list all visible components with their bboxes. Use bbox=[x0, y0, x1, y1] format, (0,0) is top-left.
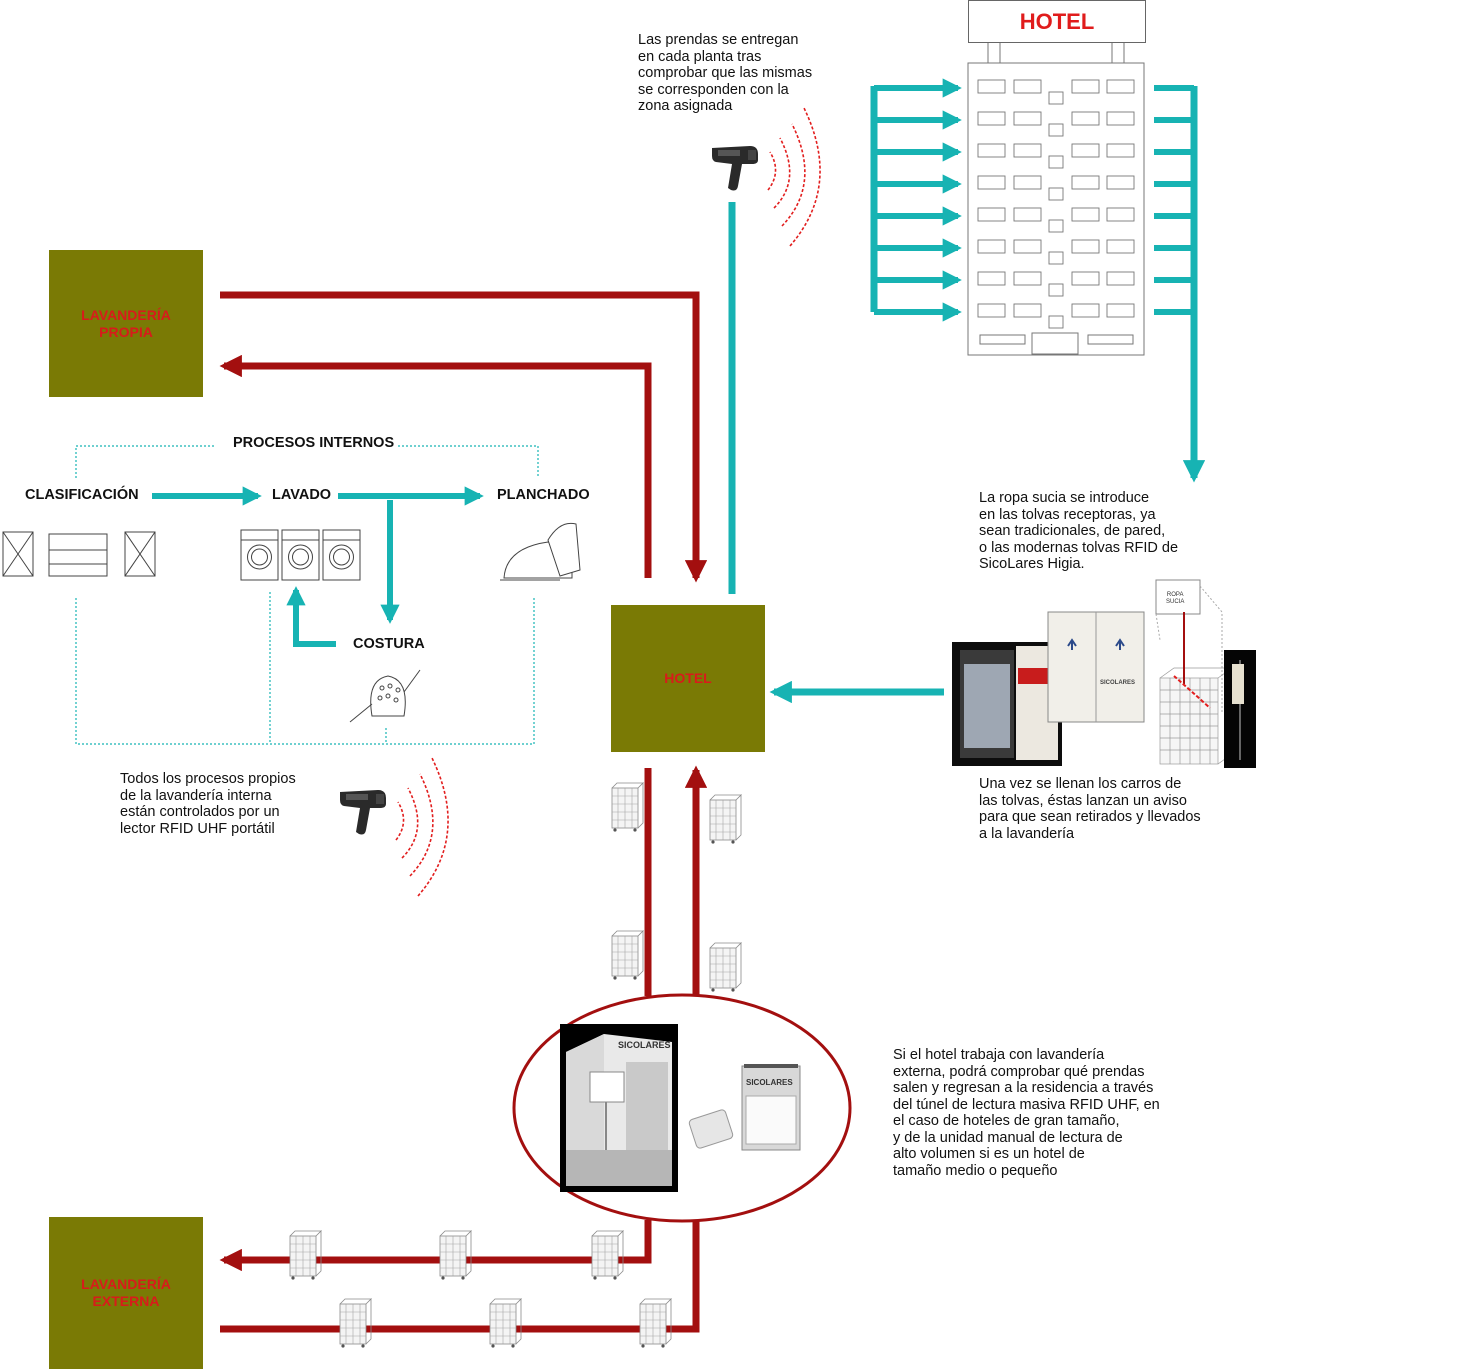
building-window bbox=[1013, 111, 1042, 126]
building-window bbox=[1013, 175, 1042, 190]
building-window bbox=[1071, 111, 1100, 126]
building-window bbox=[1071, 79, 1100, 94]
building-window bbox=[1106, 79, 1135, 94]
own-laundry-box: LAVANDERÍA PROPIA bbox=[49, 250, 203, 397]
building-window bbox=[1048, 283, 1064, 297]
hotel-box-label: HOTEL bbox=[664, 670, 712, 686]
building-window bbox=[1013, 271, 1042, 286]
reader-brand-label: SICOLARES bbox=[746, 1078, 793, 1087]
building-window bbox=[1048, 123, 1064, 137]
building-window bbox=[1013, 143, 1042, 158]
building-window bbox=[1071, 303, 1100, 318]
step-sorting: CLASIFICACIÓN bbox=[25, 487, 139, 503]
note-internal-rfid: Todos los procesos propios de la lavande… bbox=[120, 771, 296, 837]
building-window bbox=[977, 111, 1006, 126]
note-delivery: Las prendas se entregan en cada planta t… bbox=[638, 32, 813, 114]
sewing-thimble-icon bbox=[349, 669, 421, 723]
building-window bbox=[1048, 315, 1064, 329]
building-window bbox=[977, 239, 1006, 254]
hotel-building-sign: HOTEL bbox=[968, 0, 1146, 43]
building-window bbox=[977, 271, 1006, 286]
external-laundry-box: LAVANDERÍA EXTERNA bbox=[49, 1217, 203, 1369]
note-carts-full: Una vez se llenan los carros de las tolv… bbox=[979, 776, 1201, 842]
building-window bbox=[977, 79, 1006, 94]
building-window bbox=[1106, 239, 1135, 254]
washing-machines-icon bbox=[240, 529, 361, 581]
building-window bbox=[1048, 187, 1064, 201]
step-washing: LAVADO bbox=[272, 487, 332, 503]
building-window bbox=[1013, 207, 1042, 222]
building-window bbox=[977, 143, 1006, 158]
building-window bbox=[1106, 111, 1135, 126]
building-window bbox=[1048, 251, 1064, 265]
iron-icon bbox=[500, 522, 581, 581]
own-laundry-label: LAVANDERÍA PROPIA bbox=[81, 306, 171, 340]
tunnel-brand-label: SICOLARES bbox=[618, 1040, 671, 1050]
building-window bbox=[977, 175, 1006, 190]
external-laundry-label: LAVANDERÍA EXTERNA bbox=[81, 1276, 171, 1309]
dirty-clothes-sign: ROPA SUCIA bbox=[1166, 592, 1185, 605]
hotel-sign-text: HOTEL bbox=[1019, 8, 1095, 34]
building-window bbox=[1071, 175, 1100, 190]
note-dirty-clothes: La ropa sucia se introduce en las tolvas… bbox=[979, 490, 1179, 572]
building-window bbox=[977, 303, 1006, 318]
building-window bbox=[1048, 91, 1064, 105]
building-window bbox=[1106, 303, 1135, 318]
building-window bbox=[977, 207, 1006, 222]
building-window bbox=[1013, 79, 1042, 94]
hopper-brand-label: SICOLARES bbox=[1100, 680, 1136, 686]
building-window bbox=[1106, 207, 1135, 222]
building-window bbox=[1106, 175, 1135, 190]
building-window bbox=[1071, 207, 1100, 222]
internal-processes-title: PROCESOS INTERNOS bbox=[233, 435, 395, 451]
building-window bbox=[1071, 143, 1100, 158]
building-window bbox=[1106, 271, 1135, 286]
building-window bbox=[1106, 143, 1135, 158]
step-sewing: COSTURA bbox=[353, 636, 425, 652]
hotel-box: HOTEL bbox=[611, 605, 765, 752]
rfid-hoppers-photo bbox=[952, 579, 1256, 768]
hotel-building-icon bbox=[967, 40, 1145, 356]
building-window bbox=[1013, 239, 1042, 254]
note-external-laundry: Si el hotel trabaja con lavandería exter… bbox=[893, 1047, 1160, 1179]
building-window bbox=[1071, 271, 1100, 286]
sorting-racks-icon bbox=[2, 531, 156, 577]
rfid-tunnel-photo bbox=[560, 1024, 801, 1192]
building-window bbox=[1071, 239, 1100, 254]
building-window bbox=[1048, 155, 1064, 169]
step-ironing: PLANCHADO bbox=[497, 487, 590, 503]
building-window bbox=[1013, 303, 1042, 318]
building-window bbox=[1048, 219, 1064, 233]
